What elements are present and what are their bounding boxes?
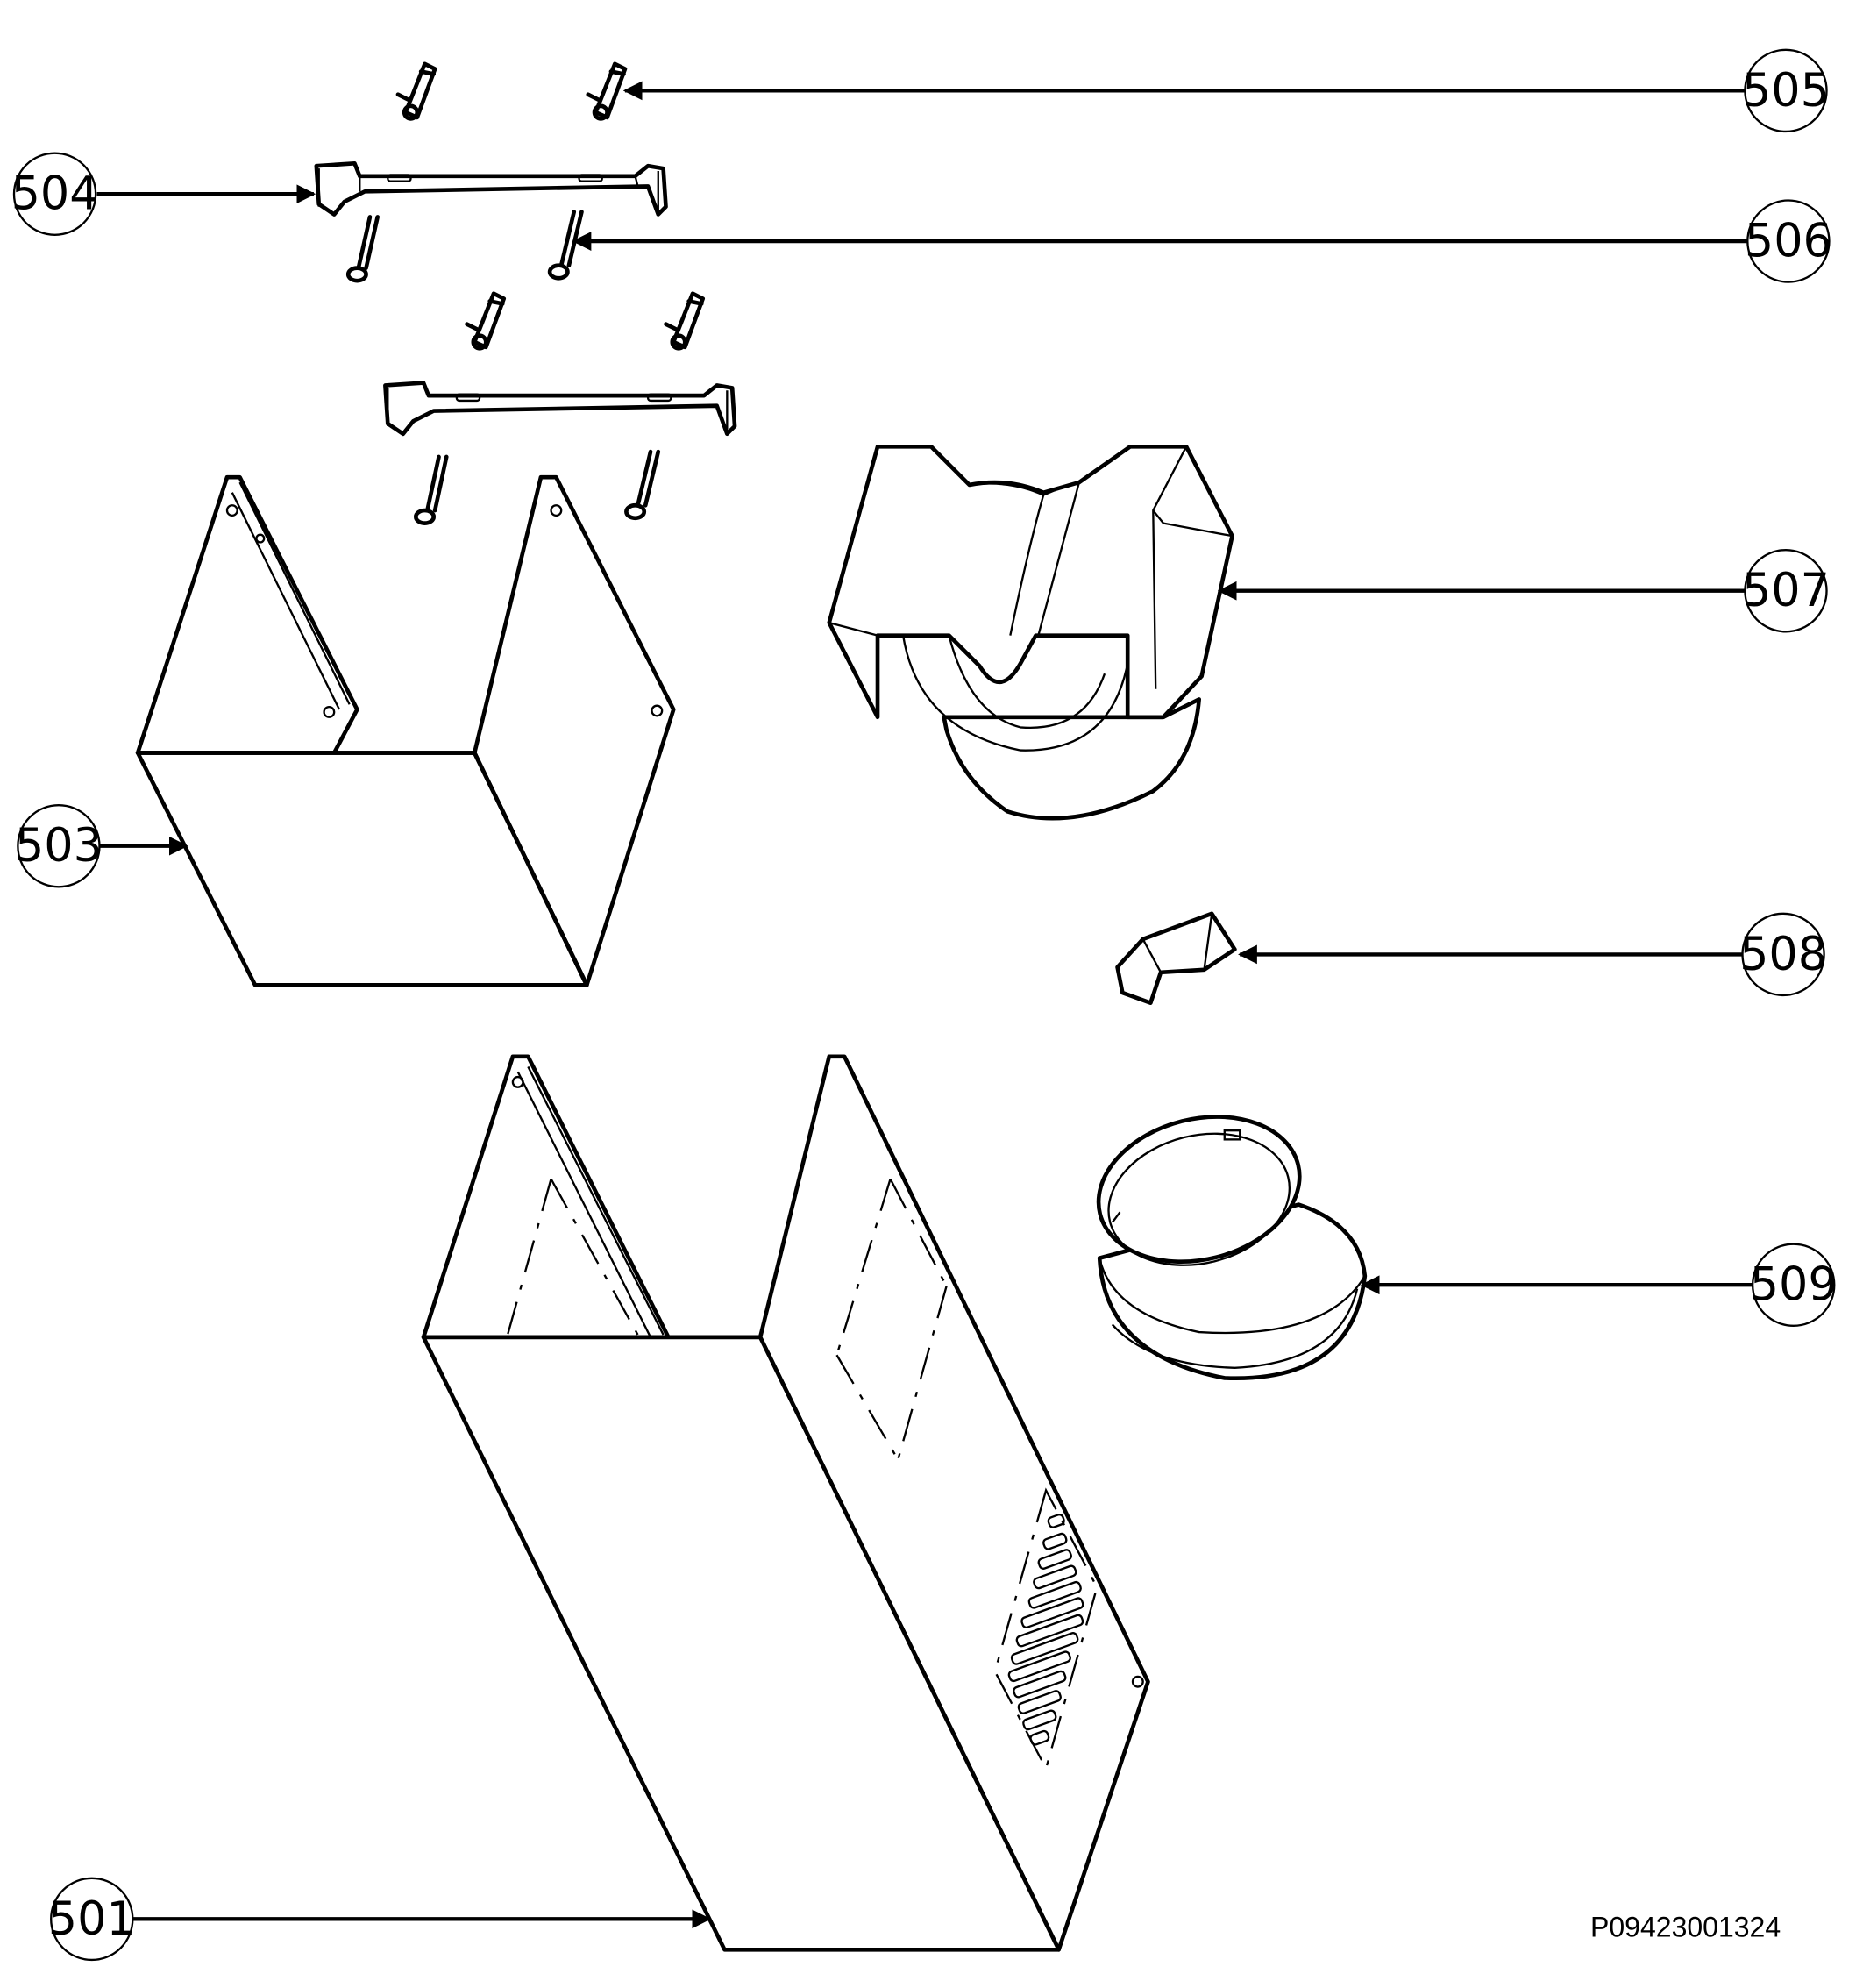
reducer-ring — [1096, 1115, 1368, 1381]
vent-slots — [1007, 1514, 1084, 1746]
callout-504: 504 — [11, 152, 99, 236]
callout-506: 506 — [1745, 199, 1832, 283]
lower-chimney-section — [421, 1054, 1150, 1952]
upper-chimney-section — [135, 474, 676, 987]
callout-507-label: 507 — [1742, 564, 1830, 617]
screw-upper-right — [547, 210, 584, 281]
screw-lower-left — [413, 454, 449, 525]
mounting-bracket-lower — [383, 381, 737, 437]
drawing-code: P09423001324 — [1590, 1912, 1781, 1943]
wall-plug-mid-left — [465, 291, 507, 351]
callout-506-label: 506 — [1745, 215, 1832, 268]
callout-501: 501 — [48, 1877, 136, 1962]
callout-509-label: 509 — [1750, 1258, 1838, 1312]
leader-lines — [96, 81, 1753, 1929]
wall-plug-mid-right — [664, 291, 706, 351]
callout-509: 509 — [1750, 1243, 1838, 1327]
mounting-bracket-upper — [314, 160, 668, 217]
duct-adapter — [827, 444, 1234, 821]
wall-plug-top-right — [586, 61, 628, 121]
callout-505-label: 505 — [1742, 64, 1830, 118]
callout-501-label: 501 — [48, 1892, 136, 1946]
callout-507: 507 — [1742, 549, 1830, 633]
callout-503: 503 — [15, 803, 103, 888]
wall-plug-top-left — [395, 61, 437, 121]
callout-508: 508 — [1739, 912, 1827, 997]
callout-508-label: 508 — [1739, 928, 1827, 981]
callout-505: 505 — [1742, 48, 1830, 133]
retaining-clip — [1115, 911, 1237, 1006]
callout-503-label: 503 — [15, 819, 103, 873]
screw-upper-left — [345, 215, 380, 283]
callout-504-label: 504 — [11, 167, 99, 221]
screw-lower-right — [624, 449, 661, 521]
